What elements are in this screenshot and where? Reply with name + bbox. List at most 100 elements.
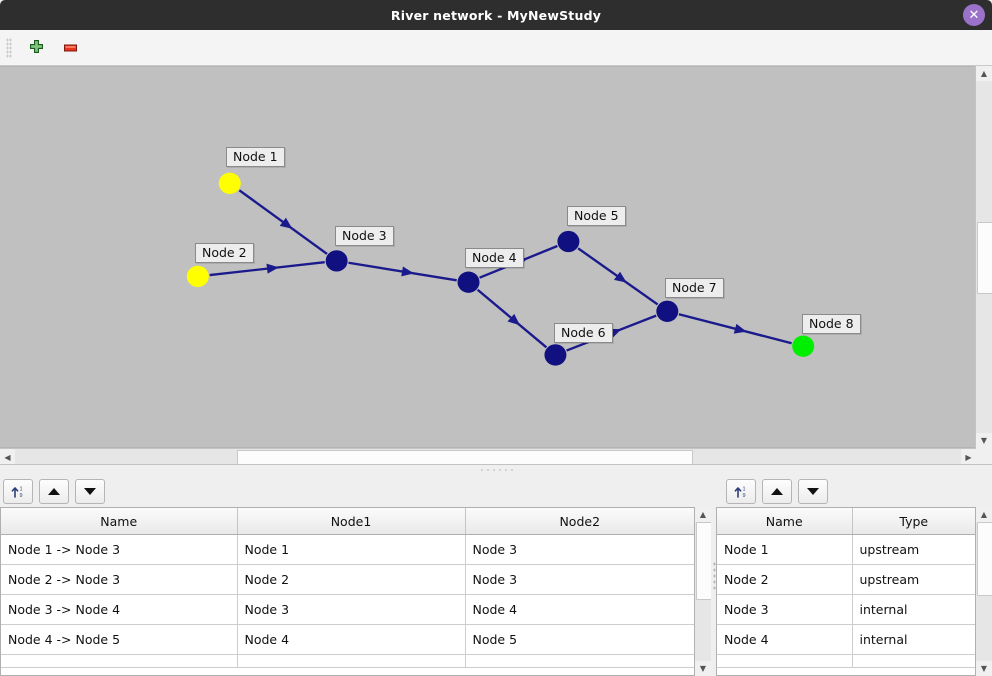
node-label-node-7[interactable]: Node 7 xyxy=(665,278,724,298)
column-header-name[interactable]: Name xyxy=(717,508,853,535)
vertical-scroll-thumb[interactable] xyxy=(977,221,992,295)
vertical-scroll-track[interactable] xyxy=(976,81,992,433)
vertical-scroll-thumb[interactable] xyxy=(696,522,712,601)
table-cell[interactable]: Node 4 xyxy=(465,594,694,625)
table-cell[interactable]: Node 4 xyxy=(237,624,466,655)
node-label-node-4[interactable]: Node 4 xyxy=(465,248,524,268)
scroll-up-icon[interactable]: ▲ xyxy=(976,507,992,522)
nodes-vertical-scrollbar[interactable]: ▲ ▼ xyxy=(976,507,992,676)
edge-arrowhead xyxy=(279,217,293,229)
graph-node-node-7[interactable] xyxy=(656,300,679,322)
table-cell[interactable]: Node 1 xyxy=(237,534,466,565)
network-canvas[interactable]: Node 1 Node 2 Node 3 Node 4 Node 5 Node 6 Node… xyxy=(0,66,975,448)
node-label-node-6[interactable]: Node 6 xyxy=(554,323,613,343)
scroll-left-icon[interactable]: ◀ xyxy=(4,452,11,462)
table-cell[interactable]: Node 3 xyxy=(465,564,694,595)
title-bar: River network - MyNewStudy ✕ xyxy=(0,0,992,30)
node-label-node-2[interactable]: Node 2 xyxy=(195,243,254,263)
scroll-up-icon[interactable]: ▲ xyxy=(976,66,992,81)
graph-node-node-4[interactable] xyxy=(457,271,480,293)
table-cell[interactable]: upstream xyxy=(852,534,975,565)
table-cell[interactable]: internal xyxy=(852,624,975,655)
node-label-node-3[interactable]: Node 3 xyxy=(335,226,394,246)
scroll-right-icon[interactable]: ▶ xyxy=(965,452,972,462)
vertical-scroll-track[interactable] xyxy=(695,522,712,661)
table-cell[interactable]: Node 2 xyxy=(237,564,466,595)
table-cell[interactable]: Node 2 xyxy=(717,564,853,595)
horizontal-splitter[interactable] xyxy=(0,464,992,475)
table-row-empty[interactable] xyxy=(717,654,975,668)
toolbar-drag-handle[interactable] xyxy=(6,37,12,58)
branches-sort-button[interactable]: 1 9 xyxy=(3,478,33,504)
branches-move-down-button[interactable] xyxy=(75,478,105,504)
column-header-type[interactable]: Type xyxy=(852,508,975,535)
remove-minus-icon[interactable] xyxy=(60,38,80,58)
column-header-name[interactable]: Name xyxy=(1,508,238,535)
canvas-vertical-scrollbar[interactable]: ▲ ▼ xyxy=(975,66,992,448)
table-cell[interactable]: Node 5 xyxy=(465,624,694,655)
nodes-move-down-button[interactable] xyxy=(798,478,828,504)
table-cell[interactable]: Node 1 -> Node 3 xyxy=(1,534,238,565)
column-header-node1[interactable]: Node1 xyxy=(237,508,466,535)
node-label-node-1[interactable]: Node 1 xyxy=(226,147,285,167)
scroll-down-icon[interactable]: ▼ xyxy=(976,661,992,676)
table-cell[interactable] xyxy=(1,654,238,668)
scroll-up-icon[interactable]: ▲ xyxy=(695,507,711,522)
node-label-node-5[interactable]: Node 5 xyxy=(567,206,626,226)
branches-vertical-scrollbar[interactable]: ▲ ▼ xyxy=(695,507,712,676)
table-cell[interactable] xyxy=(465,654,694,668)
table-cell[interactable]: Node 4 xyxy=(717,624,853,655)
vertical-scroll-track[interactable] xyxy=(976,522,992,661)
column-header-node2[interactable]: Node2 xyxy=(465,508,694,535)
add-plus-icon[interactable] xyxy=(26,38,46,58)
nodes-sort-button[interactable]: 1 9 xyxy=(726,478,756,504)
table-cell[interactable]: internal xyxy=(852,594,975,625)
graph-node-node-6[interactable] xyxy=(544,344,567,366)
scroll-down-icon[interactable]: ▼ xyxy=(695,661,711,676)
graph-node-node-8[interactable] xyxy=(792,335,815,357)
arrow-up-icon xyxy=(771,487,783,495)
table-row-empty[interactable] xyxy=(1,654,694,668)
vertical-splitter[interactable] xyxy=(711,475,716,676)
table-cell[interactable] xyxy=(852,654,975,668)
vertical-scroll-thumb[interactable] xyxy=(977,522,992,597)
table-cell[interactable] xyxy=(717,654,853,668)
table-cell[interactable]: Node 1 xyxy=(717,534,853,565)
table-cell[interactable]: Node 3 -> Node 4 xyxy=(1,594,238,625)
horizontal-scroll-track[interactable] xyxy=(15,449,961,465)
table-cell[interactable]: Node 3 xyxy=(237,594,466,625)
graph-node-node-3[interactable] xyxy=(325,250,348,272)
table-cell[interactable]: Node 4 -> Node 5 xyxy=(1,624,238,655)
nodes-move-up-button[interactable] xyxy=(762,478,792,504)
canvas-horizontal-scrollbar[interactable]: ◀ ▶ xyxy=(0,448,976,465)
graph-node-node-2[interactable] xyxy=(186,265,209,288)
graph-node-node-5[interactable] xyxy=(557,230,580,253)
table-cell[interactable]: Node 3 xyxy=(465,534,694,565)
table-cell[interactable]: upstream xyxy=(852,564,975,595)
node-label-node-8[interactable]: Node 8 xyxy=(802,314,861,334)
graph-node-node-1[interactable] xyxy=(218,172,241,194)
scroll-down-icon[interactable]: ▼ xyxy=(976,433,992,448)
branches-move-up-button[interactable] xyxy=(39,478,69,504)
horizontal-scroll-thumb[interactable] xyxy=(237,450,694,465)
table-cell[interactable] xyxy=(237,654,466,668)
table-cell[interactable]: Node 2 -> Node 3 xyxy=(1,564,238,595)
close-icon[interactable]: ✕ xyxy=(963,4,985,26)
scrollbar-corner xyxy=(976,448,992,464)
edge-arrowhead xyxy=(401,266,414,277)
table-cell[interactable]: Node 3 xyxy=(717,594,853,625)
